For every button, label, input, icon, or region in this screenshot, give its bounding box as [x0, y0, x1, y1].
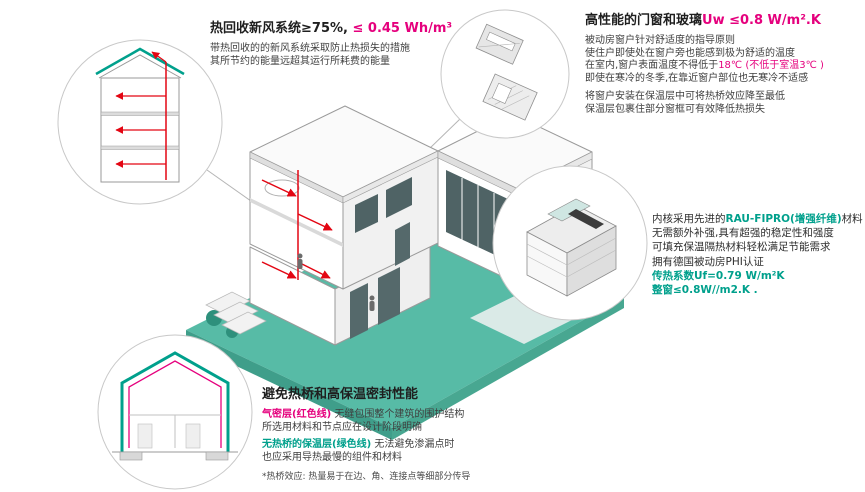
annotation-thermal: 避免热桥和高保温密封性能 气密层(红色线) 无缝包围整个建筑的围护结构 所选用材…	[262, 387, 558, 484]
house-isometric-cutaway	[249, 105, 593, 346]
ventilation-desc-line-2: 其所节约的能量远超其运行所耗费的能量	[210, 55, 390, 67]
windows-desc-line-1: 被动房窗户针对舒适度的指导原则	[585, 34, 735, 46]
profile-line-1-suffix: 材料	[841, 213, 863, 225]
profile-line-3: 可填充保温隔热材料轻松满足节能需求	[652, 241, 831, 254]
profile-line-5: 传热系数Uf=0.79 W/m²K	[652, 269, 785, 282]
ventilation-description: 带热回收的的新风系统采取防止热损失的措施 其所节约的能量远超其运行所耗费的能量	[210, 43, 482, 69]
annotation-ventilation: 热回收新风系统≥75%, ≤ 0.45 Wh/m³ 带热回收的的新风系统采取防止…	[210, 21, 482, 68]
thermal-line-1-label: 气密层(红色线)	[262, 408, 332, 420]
windows-desc-line-3: 在室内,窗户表面温度不得低于18℃ (不低于室温3℃ )	[585, 60, 863, 73]
profile-line-2: 无需额外补强,具有超强的稳定性和强度	[652, 227, 834, 240]
thermal-line-3-text: 无法避免渗漏点时	[371, 439, 455, 451]
thermal-line-2: 所选用材料和节点应在设计阶段明确	[262, 421, 422, 433]
profile-line-1: 内核采用先进的RAU-FIPRO(增强纤维)材料	[652, 212, 864, 226]
annotation-profile: 内核采用先进的RAU-FIPRO(增强纤维)材料 无需额外补强,具有超强的稳定性…	[652, 212, 864, 297]
windows-title: 高性能的门窗和玻璃Uw ≤0.8 W/m².K	[585, 13, 863, 30]
thermal-line-3-label: 无热桥的保温层(绿色线)	[262, 439, 372, 451]
profile-detail-circle	[492, 165, 648, 321]
thermal-line-1-text: 无缝包围整个建筑的围护结构	[331, 408, 465, 420]
windows-desc-line-4: 即使在寒冷的冬季,在靠近窗户部位也无寒冷不适感	[585, 73, 809, 85]
profile-line-6: 整窗≤0.8W//m2.K .	[652, 283, 758, 296]
ventilation-title-value: ≤ 0.45 Wh/m³	[347, 21, 453, 36]
thermal-detail-circle	[97, 334, 253, 490]
windows-desc-line-3-temp: 18℃	[718, 60, 743, 72]
windows-desc-line-3-note: (不低于室温3℃ )	[742, 60, 824, 72]
annotation-windows: 高性能的门窗和玻璃Uw ≤0.8 W/m².K 被动房窗户针对舒适度的指导原则 …	[585, 13, 863, 117]
windows-description: 被动房窗户针对舒适度的指导原则 使住户即使处在窗户旁也能感到极为舒适的温度 在室…	[585, 35, 863, 117]
windows-desc-line-6: 保温层包裹住部分窗框可有效降低热损失	[585, 103, 765, 115]
ventilation-detail-circle	[57, 39, 223, 205]
windows-title-value: Uw ≤0.8 W/m².K	[702, 13, 821, 28]
windows-desc-line-5: 将窗户安装在保温层中可将热桥效应降至最低	[585, 91, 785, 103]
window-detail-circle	[440, 9, 570, 139]
ventilation-title: 热回收新风系统≥75%, ≤ 0.45 Wh/m³	[210, 21, 482, 38]
thermal-line-4: 也应采用导热最慢的组件和材料	[262, 452, 402, 464]
windows-title-text: 高性能的门窗和玻璃	[585, 13, 703, 28]
profile-line-1-material: RAU-FIPRO(增强纤维)	[725, 213, 842, 225]
profile-line-1-text: 内核采用先进的	[652, 213, 726, 225]
thermal-footnote: *热桥效应: 热量易于在边、角、连接点等细部分传导	[262, 472, 471, 483]
ventilation-desc-line-1: 带热回收的的新风系统采取防止热损失的措施	[210, 42, 410, 54]
thermal-line-3: 无热桥的保温层(绿色线) 无法避免渗漏点时	[262, 439, 558, 452]
person-figure	[297, 253, 375, 311]
garden-stairs	[205, 291, 267, 335]
windows-desc-line-2: 使住户即使处在窗户旁也能感到极为舒适的温度	[585, 47, 795, 59]
thermal-line-1: 气密层(红色线) 无缝包围整个建筑的围护结构	[262, 409, 558, 422]
windows-desc-line-3-text: 在室内,窗户表面温度不得低于	[585, 60, 719, 72]
thermal-title: 避免热桥和高保温密封性能	[262, 387, 419, 402]
ventilation-title-text: 热回收新风系统≥75%,	[210, 21, 348, 36]
thermal-description: 气密层(红色线) 无缝包围整个建筑的围护结构 所选用材料和节点应在设计阶段明确 …	[262, 409, 558, 484]
profile-description: 内核采用先进的RAU-FIPRO(增强纤维)材料 无需额外补强,具有超强的稳定性…	[652, 212, 864, 297]
profile-line-4: 拥有德国被动房PHI认证	[652, 255, 764, 268]
